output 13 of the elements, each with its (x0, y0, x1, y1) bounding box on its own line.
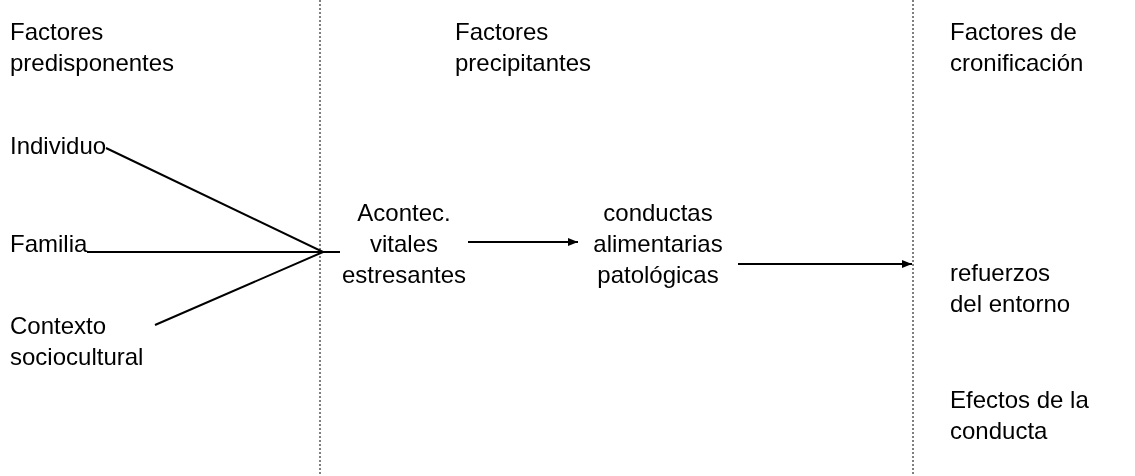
arrow (737, 260, 913, 268)
factor-text: Contexto sociocultural (10, 310, 155, 372)
factor-text: refuerzos del entorno (912, 257, 1077, 319)
column-heading: Factores precipitantes (455, 17, 593, 78)
note-text: Efectos de la conducta (950, 385, 1090, 446)
factor-text: Familia (10, 228, 88, 259)
factor-text: Acontec. vitales estresantes (340, 197, 468, 290)
column-heading: Factores de cronificación (950, 17, 1085, 78)
arrow (467, 238, 579, 246)
connector-line (154, 251, 341, 326)
factor-text: Individuo (10, 130, 107, 161)
column-heading: Factores predisponentes (10, 17, 176, 78)
factor-text: conductas alimentarias patológicas (578, 197, 738, 290)
